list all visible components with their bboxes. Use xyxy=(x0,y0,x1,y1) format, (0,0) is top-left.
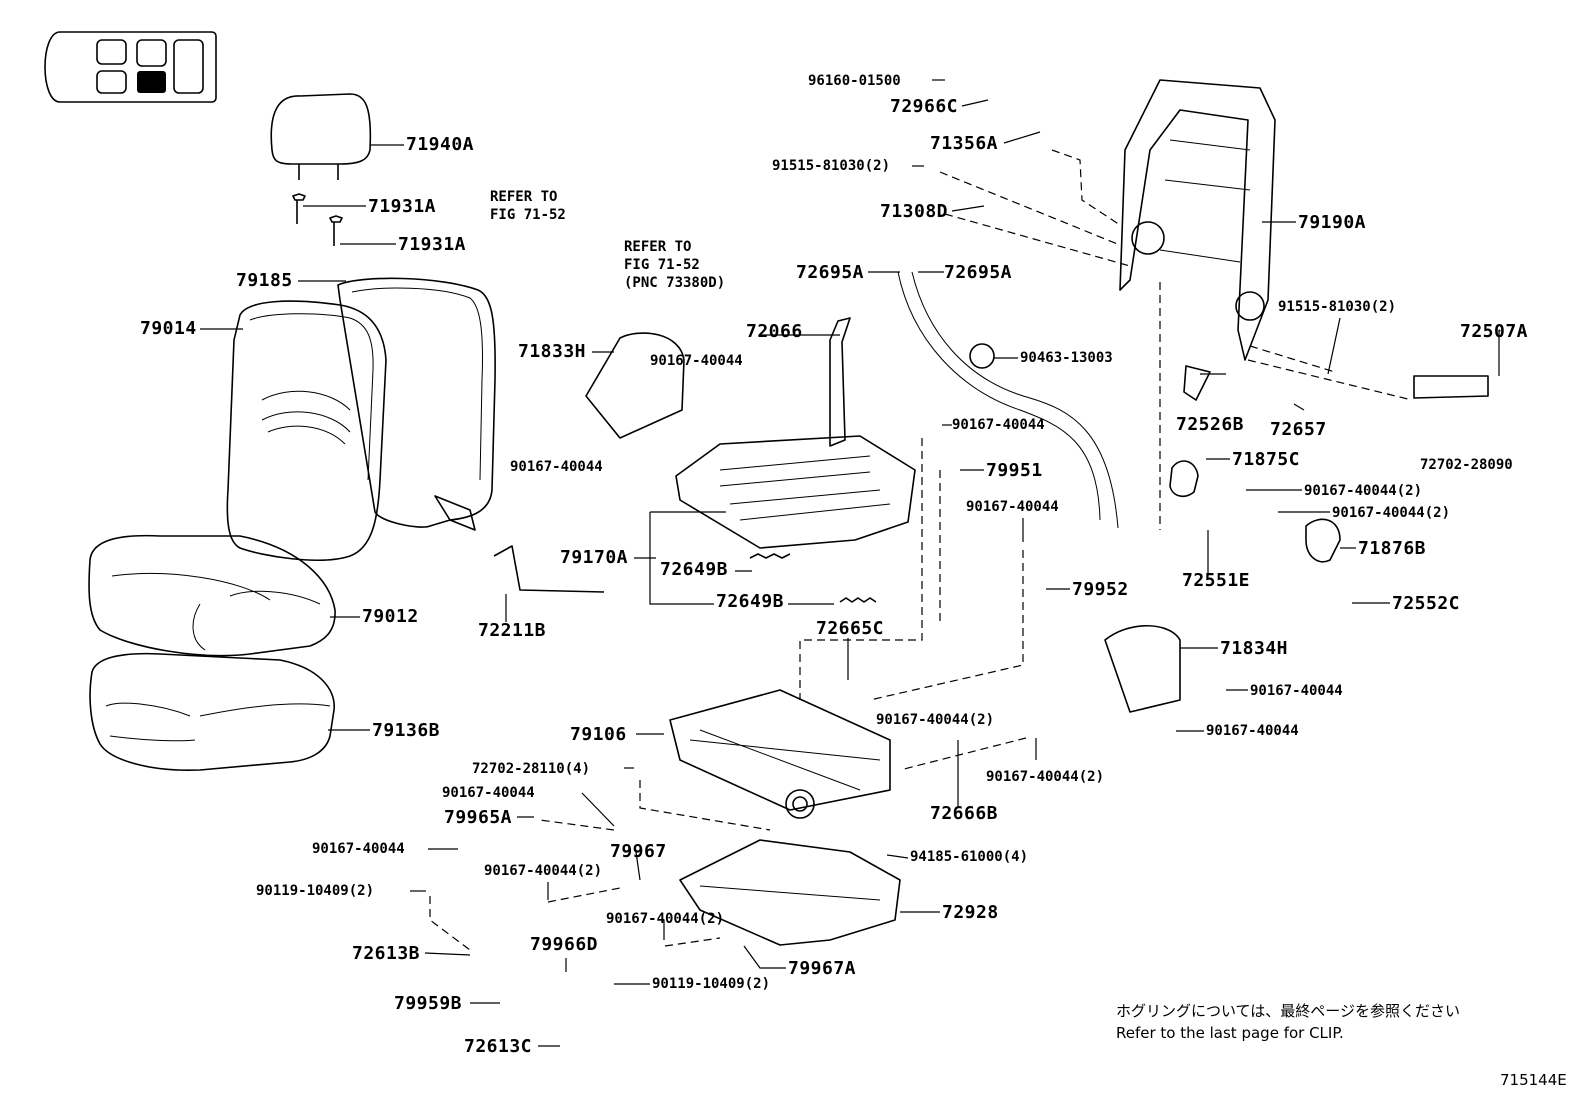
part-label-79967A: 79967A xyxy=(788,958,857,979)
headrest-drawing xyxy=(270,93,372,246)
part-label-72507A: 72507A xyxy=(1460,321,1529,342)
part-label-79952: 79952 xyxy=(1072,579,1129,600)
part-label-71356A: 71356A xyxy=(930,133,999,154)
seat-position-indicator xyxy=(44,31,217,103)
seat-cushion-drawing xyxy=(88,534,336,772)
part-label-71875C: 71875C xyxy=(1232,449,1301,470)
part-label-79170A: 79170A xyxy=(560,547,629,568)
leader-lines xyxy=(200,79,1500,1047)
part-label-90167-40044-e: 90167-40044 xyxy=(1250,683,1343,699)
part-label-90167-40044-2-d: 90167-40044(2) xyxy=(986,769,1105,785)
part-label-72657: 72657 xyxy=(1270,419,1327,440)
refer-to-fig-note-2: REFER TO FIG 71-52 (PNC 73380D) xyxy=(624,239,726,291)
refer-to-fig-note-1: REFER TO FIG 71-52 xyxy=(490,189,566,223)
part-label-72695A-left: 72695A xyxy=(796,262,865,283)
part-label-90167-40044-c: 90167-40044 xyxy=(952,417,1045,433)
part-label-90167-40044-2-c: 90167-40044(2) xyxy=(876,712,995,728)
part-label-72928: 72928 xyxy=(942,902,999,923)
part-label-90119-10409-2-a: 90119-10409(2) xyxy=(256,883,375,899)
part-label-72649B-lower: 72649B xyxy=(716,591,785,612)
part-label-71834H: 71834H xyxy=(1220,638,1289,659)
part-label-72613B: 72613B xyxy=(352,943,421,964)
part-label-72526B: 72526B xyxy=(1176,414,1245,435)
part-label-72066: 72066 xyxy=(746,321,803,342)
part-label-71940A: 71940A xyxy=(406,134,475,155)
part-label-96160-01500: 96160-01500 xyxy=(808,73,901,89)
part-label-72649B-upper: 72649B xyxy=(660,559,729,580)
part-label-72702-28090: 72702-28090 xyxy=(1420,457,1513,473)
part-label-71308D: 71308D xyxy=(880,201,949,222)
part-label-72966C: 72966C xyxy=(890,96,959,117)
part-label-90167-40044-f: 90167-40044 xyxy=(1206,723,1299,739)
part-label-90167-40044-b: 90167-40044 xyxy=(510,459,603,475)
part-label-94185-61000-4: 94185-61000(4) xyxy=(910,849,1029,865)
seat-frame-drawing xyxy=(585,317,1181,713)
part-label-72666B: 72666B xyxy=(930,803,999,824)
part-label-79965A: 79965A xyxy=(444,807,513,828)
part-label-72665C: 72665C xyxy=(816,618,885,639)
part-label-71931A-lower: 71931A xyxy=(398,234,467,255)
part-label-90167-40044-2-f: 90167-40044(2) xyxy=(606,911,725,927)
part-label-79012: 79012 xyxy=(362,606,419,627)
part-label-72695A-right: 72695A xyxy=(944,262,1013,283)
assembly-guides xyxy=(429,149,1413,951)
clip-note-english: Refer to the last page for CLIP. xyxy=(1116,1024,1344,1042)
part-label-72702-28110-4: 72702-28110(4) xyxy=(472,761,591,777)
figure-id: 715144E xyxy=(1500,1071,1567,1089)
clip-note-japanese: ホグリングについては、最終ページを参照ください xyxy=(1116,1002,1460,1020)
part-label-79190A: 79190A xyxy=(1298,212,1367,233)
part-label-72211B: 72211B xyxy=(478,620,547,641)
part-label-71876B: 71876B xyxy=(1358,538,1427,559)
part-label-91515-81030-2-b: 91515-81030(2) xyxy=(1278,299,1397,315)
part-label-72552C: 72552C xyxy=(1392,593,1461,614)
part-label-79014: 79014 xyxy=(140,318,197,339)
part-label-90167-40044-g: 90167-40044 xyxy=(442,785,535,801)
part-label-79136B: 79136B xyxy=(372,720,441,741)
part-label-72551E: 72551E xyxy=(1182,570,1251,591)
part-label-90463-13003: 90463-13003 xyxy=(1020,350,1113,366)
part-label-90167-40044-d: 90167-40044 xyxy=(966,499,1059,515)
part-label-90167-40044-h: 90167-40044 xyxy=(312,841,405,857)
part-label-90167-40044-2-e: 90167-40044(2) xyxy=(484,863,603,879)
cable-drawing xyxy=(493,271,1119,593)
seatback-frame-drawing xyxy=(1119,79,1489,563)
part-label-79106: 79106 xyxy=(570,724,627,745)
seat-base-drawing xyxy=(669,689,901,946)
part-label-71833H: 71833H xyxy=(518,341,587,362)
part-label-90167-40044-a: 90167-40044 xyxy=(650,353,743,369)
part-label-79185: 79185 xyxy=(236,270,293,291)
seatback-drawing xyxy=(226,277,496,561)
part-label-91515-81030-2-a: 91515-81030(2) xyxy=(772,158,891,174)
part-label-79951: 79951 xyxy=(986,460,1043,481)
part-label-90167-40044-2-a: 90167-40044(2) xyxy=(1304,483,1423,499)
part-label-71931A-upper: 71931A xyxy=(368,196,437,217)
part-label-79967: 79967 xyxy=(610,841,667,862)
part-label-90167-40044-2-b: 90167-40044(2) xyxy=(1332,505,1451,521)
part-label-79966D: 79966D xyxy=(530,934,599,955)
part-label-90119-10409-2-b: 90119-10409(2) xyxy=(652,976,771,992)
part-label-72613C: 72613C xyxy=(464,1036,533,1057)
part-label-79959B: 79959B xyxy=(394,993,463,1014)
